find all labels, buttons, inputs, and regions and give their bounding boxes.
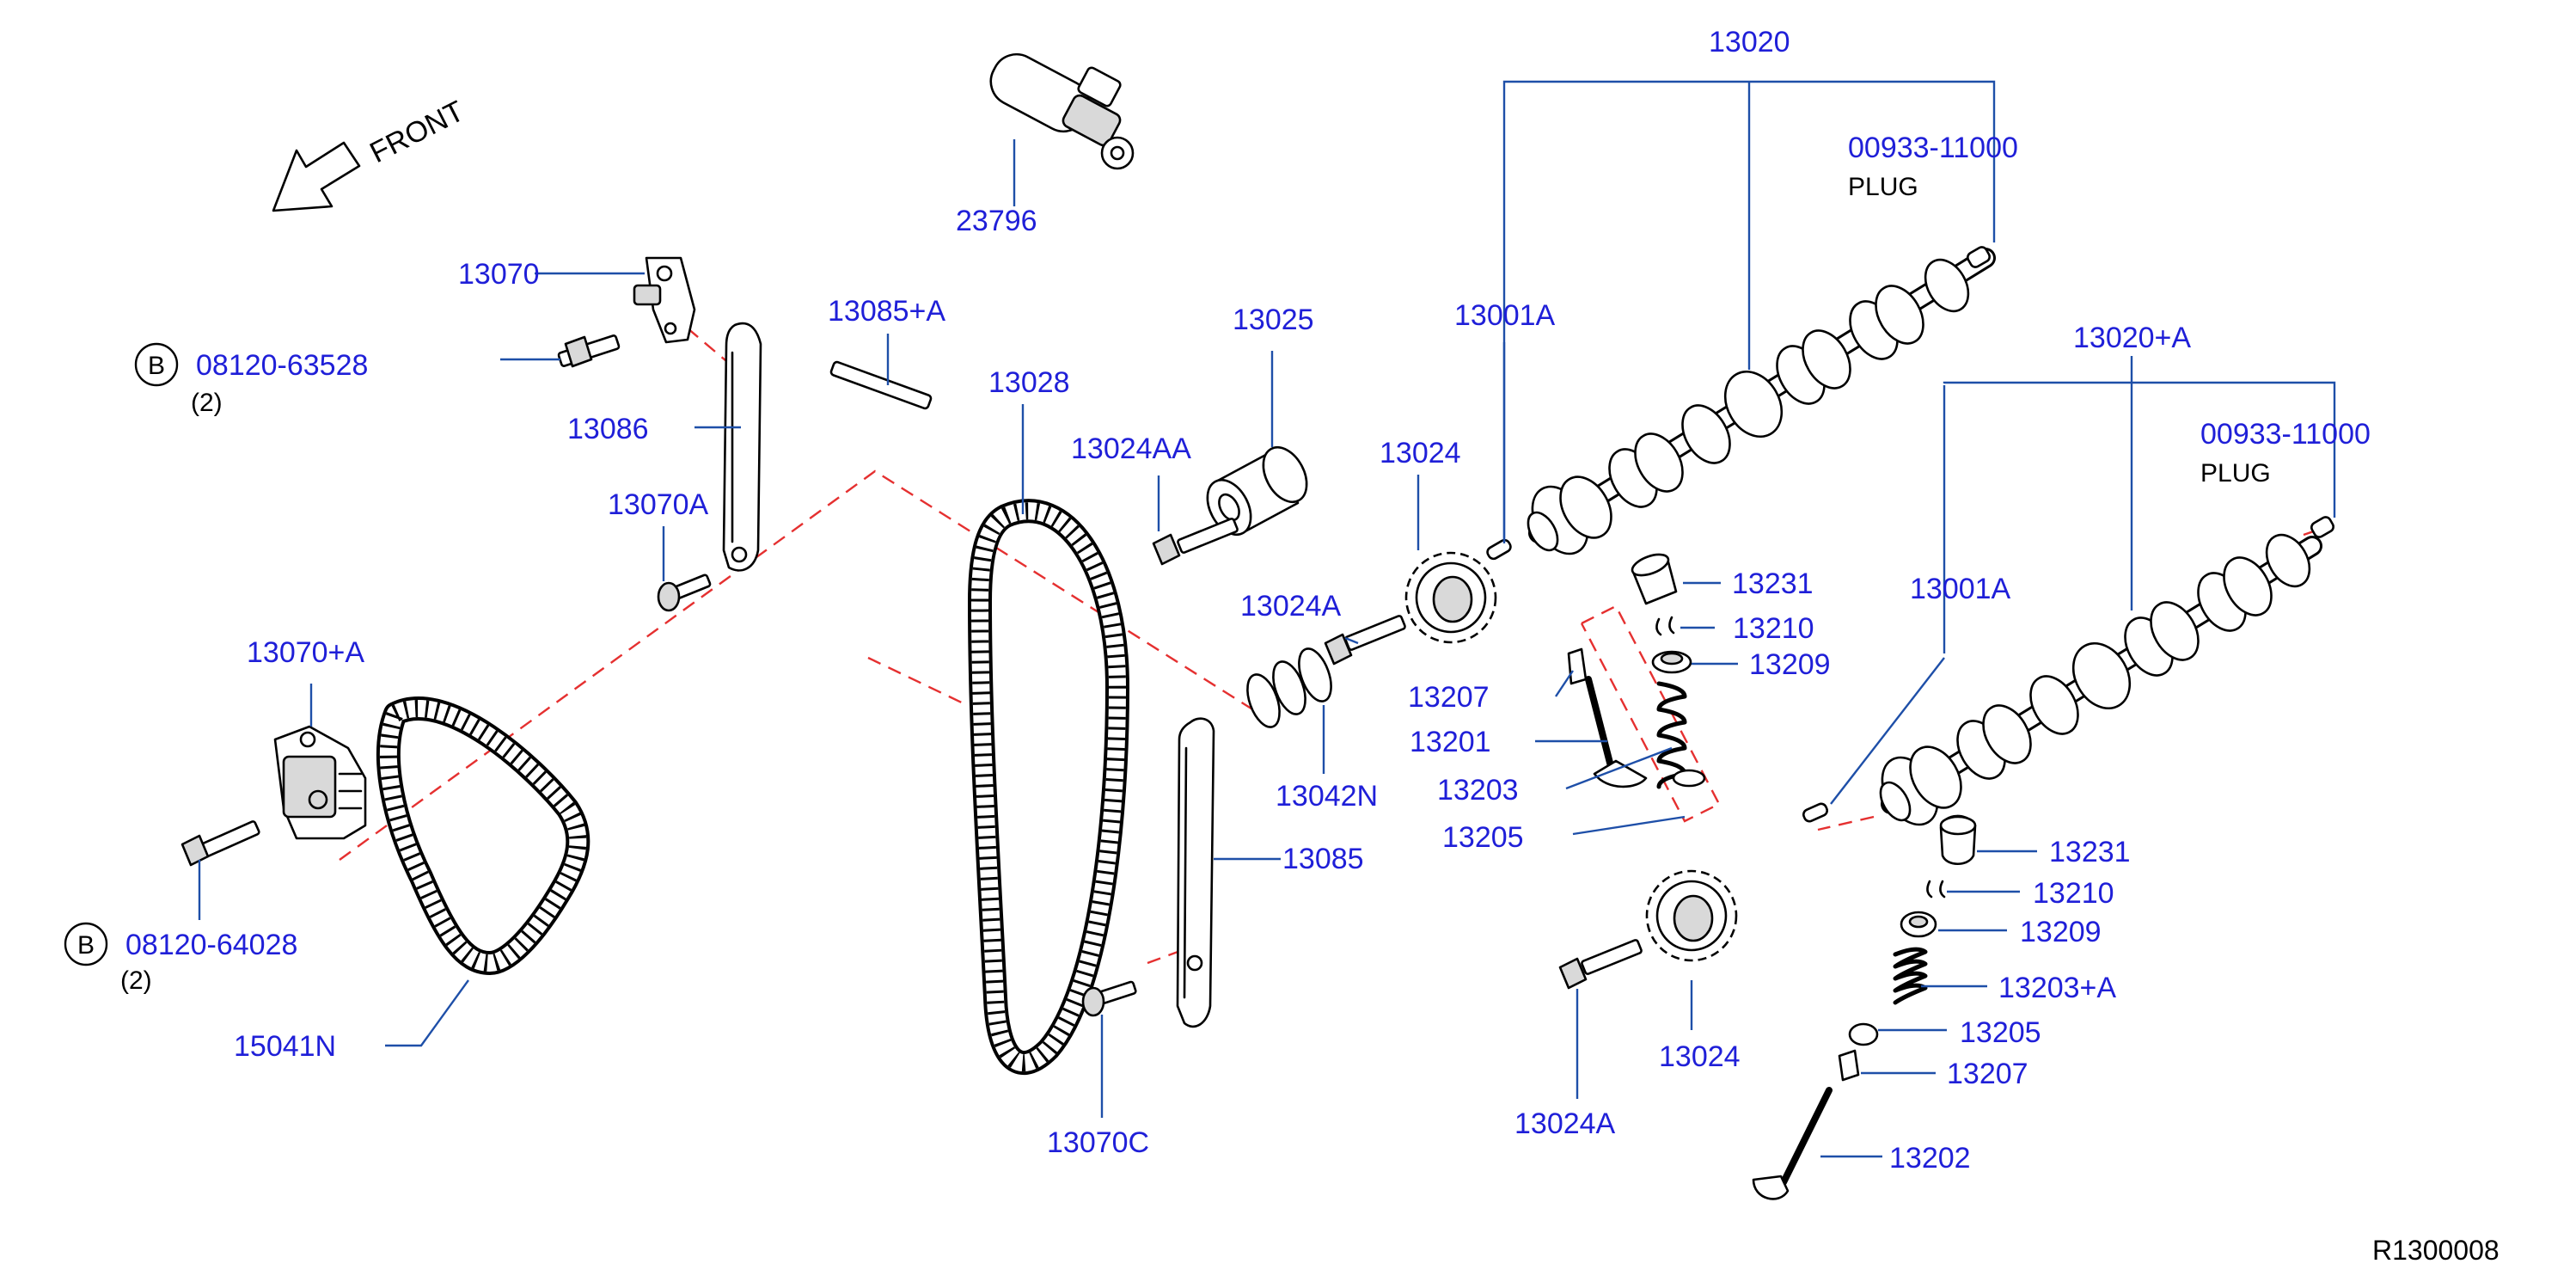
bolt-08120-63528 xyxy=(557,334,621,368)
label-plug-upper: PLUG xyxy=(1848,173,1918,201)
label-13210-lower: 13210 xyxy=(2033,877,2114,910)
label-13024A-lower: 13024A xyxy=(1514,1107,1616,1140)
main-timing-chain-13028 xyxy=(968,499,1129,1075)
bolt-marker-bottom: B xyxy=(64,922,108,966)
label-13209-lower: 13209 xyxy=(2020,916,2102,948)
label-13001A-upper: 13001A xyxy=(1454,299,1556,332)
label-13020: 13020 xyxy=(1709,26,1790,58)
label-13201: 13201 xyxy=(1410,726,1491,758)
label-13085: 13085 xyxy=(1282,843,1364,875)
cam-position-sensor-23796 xyxy=(989,52,1135,170)
label-13205-lower: 13205 xyxy=(1960,1016,2041,1049)
label-08120-64028: 08120-64028 xyxy=(125,929,297,961)
label-15041N: 15041N xyxy=(234,1030,336,1063)
label-00933-11000-upper: 00933-11000 xyxy=(1848,132,2018,164)
label-qty-bottom: (2) xyxy=(120,966,152,995)
camshaft-13020-upper xyxy=(1527,248,1996,555)
label-13001A-lower: 13001A xyxy=(1910,573,2011,605)
drawing-id: R1300008 xyxy=(2372,1235,2500,1266)
bolt-13024AA xyxy=(1152,518,1239,566)
label-plug-lower: PLUG xyxy=(2200,459,2271,488)
label-13070-A: 13070+A xyxy=(247,636,364,669)
upper-chain-tensioner-13070 xyxy=(633,256,696,344)
dowel-pin-13001A-upper xyxy=(1486,538,1512,561)
label-13207-lower: 13207 xyxy=(1947,1058,2028,1090)
bolt-13024A-lower xyxy=(1558,939,1643,990)
cam-sprocket-13024-lower xyxy=(1645,869,1738,962)
label-13024-lower: 13024 xyxy=(1659,1040,1741,1073)
washers-13042N xyxy=(1246,647,1332,728)
front-label: FRONT xyxy=(364,95,469,169)
label-13086: 13086 xyxy=(567,413,649,445)
label-13070C: 13070C xyxy=(1047,1126,1149,1159)
label-13070: 13070 xyxy=(458,258,540,291)
sleeve-13025 xyxy=(1206,445,1308,537)
valve-group-upper xyxy=(1567,553,1706,789)
lower-chain-tensioner-13070-A xyxy=(273,725,367,840)
bolt-marker-top-letter: B xyxy=(148,352,165,380)
label-13042N: 13042N xyxy=(1276,780,1378,813)
label-13210-upper: 13210 xyxy=(1733,612,1814,645)
label-00933-11000-lower: 00933-11000 xyxy=(2200,418,2371,451)
label-13025: 13025 xyxy=(1233,304,1314,336)
label-13085-A: 13085+A xyxy=(828,295,945,328)
camshaft-13020-A-lower xyxy=(1879,533,2322,826)
plug-00933-11000-lower xyxy=(2310,516,2334,538)
bolt-13024A-upper xyxy=(1324,615,1406,666)
label-13203: 13203 xyxy=(1437,774,1519,807)
label-13207-upper: 13207 xyxy=(1408,681,1490,714)
label-13024A-upper: 13024A xyxy=(1240,590,1342,623)
secondary-timing-chain-15041N xyxy=(376,696,590,975)
label-13024AA: 13024AA xyxy=(1071,432,1191,465)
label-13203-A: 13203+A xyxy=(1998,972,2116,1004)
bolt-13070C xyxy=(1081,980,1137,1017)
chain-guide-13085 xyxy=(1176,717,1215,1028)
label-13231-lower: 13231 xyxy=(2049,836,2131,868)
label-13024-upper: 13024 xyxy=(1380,437,1461,469)
front-direction-arrow: FRONT xyxy=(272,95,469,212)
label-13070A: 13070A xyxy=(608,488,709,521)
camshaft-lobes-upper xyxy=(1531,258,1970,555)
label-23796: 23796 xyxy=(956,205,1037,237)
valve-group-lower xyxy=(1752,814,1977,1200)
label-13020-A: 13020+A xyxy=(2073,322,2191,354)
leader-lines xyxy=(198,80,2336,1158)
bolt-marker-top: B xyxy=(134,342,179,387)
dowel-pin-13001A-lower xyxy=(1802,802,1829,823)
bolt-08120-64028 xyxy=(181,820,260,867)
cam-sprocket-13024-upper xyxy=(1404,551,1497,644)
guide-strip-13085-A xyxy=(829,360,933,410)
bolt-marker-bottom-letter: B xyxy=(77,931,95,960)
label-13231-upper: 13231 xyxy=(1732,567,1814,600)
plug-00933-11000-upper xyxy=(1967,246,1991,268)
label-13209-upper: 13209 xyxy=(1749,648,1831,681)
bolt-13070A xyxy=(657,574,712,612)
label-qty-top: (2) xyxy=(191,389,223,417)
part-labels: 23796 13070 08120-63528 (2) 13086 13085+… xyxy=(120,26,2371,1175)
label-08120-63528: 08120-63528 xyxy=(196,349,368,382)
label-13028: 13028 xyxy=(988,366,1070,399)
label-13202: 13202 xyxy=(1889,1142,1971,1175)
chain-guide-13086 xyxy=(722,322,762,572)
label-13205-upper: 13205 xyxy=(1442,821,1524,854)
